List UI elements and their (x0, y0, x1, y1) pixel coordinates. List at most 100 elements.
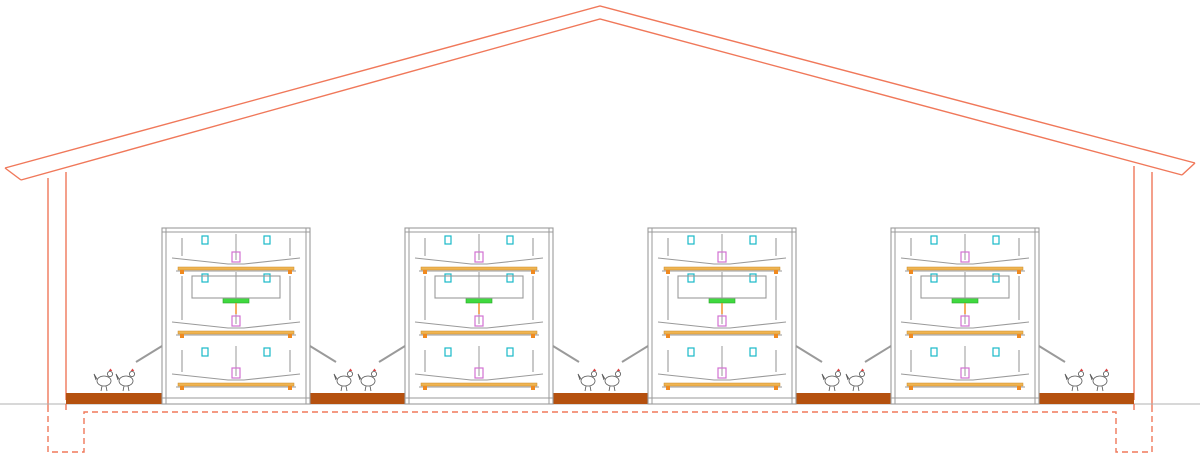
hen-leg (364, 385, 367, 392)
hen-leg (589, 385, 592, 392)
side-ramp-left (135, 345, 163, 363)
litter-floor (66, 393, 162, 404)
drip-marker (774, 334, 778, 338)
feed-trough (420, 382, 538, 387)
drip-marker (774, 270, 778, 274)
drip-marker (288, 386, 292, 390)
hen-head (591, 370, 598, 377)
hen-leg (340, 385, 343, 392)
cage-tier (414, 272, 544, 338)
hen-leg (613, 385, 616, 392)
drip-marker (180, 334, 184, 338)
feed-trough (177, 266, 295, 271)
hen-leg (1101, 385, 1104, 392)
hen-tail (601, 373, 606, 381)
nest-box (960, 251, 970, 263)
cage-frame (161, 227, 311, 405)
hen-head (1103, 370, 1110, 377)
manure-belt (465, 297, 493, 304)
water-nipple (444, 235, 452, 245)
side-ramp-right (1038, 345, 1066, 363)
water-nipple (687, 347, 695, 357)
side-ramp-right (552, 345, 580, 363)
water-nipple (992, 347, 1000, 357)
cage-unit (621, 227, 823, 405)
hen-leg (345, 385, 348, 392)
drip-marker (423, 270, 427, 274)
water-nipple (930, 235, 938, 245)
litter-floor (1039, 393, 1134, 404)
hen-leg (369, 385, 372, 392)
drip-marker (288, 270, 292, 274)
hen-leg (100, 385, 103, 392)
hen-tail (577, 373, 582, 381)
inner-bracket (191, 275, 281, 299)
hen-head (346, 370, 353, 377)
hen-head (1078, 370, 1085, 377)
feed-trough (906, 382, 1024, 387)
water-nipple (201, 273, 209, 283)
hen-head (615, 370, 622, 377)
cage-tier (171, 234, 301, 274)
feed-trough (663, 266, 781, 271)
cage-floor-left-right (171, 321, 301, 329)
side-ramp-left (378, 345, 406, 363)
inner-bracket (434, 275, 524, 299)
cage-tier (171, 272, 301, 338)
water-nipple (263, 273, 271, 283)
cage-unit (378, 227, 580, 405)
hen-body (848, 375, 864, 387)
cage-tier (900, 346, 1030, 390)
nest-box (960, 367, 970, 379)
hen-leg (857, 385, 860, 392)
drip-marker (666, 386, 670, 390)
water-nipple (201, 235, 209, 245)
water-nipple (687, 273, 695, 283)
drip-marker (180, 386, 184, 390)
hen-tail (845, 373, 850, 381)
drip-marker (531, 270, 535, 274)
litter-floor (553, 393, 648, 404)
hen-body (580, 375, 596, 387)
water-nipple (930, 273, 938, 283)
cage-floor-left-right (414, 257, 544, 265)
water-nipple (506, 235, 514, 245)
cage-floor-left-right (414, 321, 544, 329)
inner-bracket (677, 275, 767, 299)
cage-tier (414, 234, 544, 274)
manure-belt (708, 297, 736, 304)
hen-head (128, 370, 135, 377)
drip-marker (531, 334, 535, 338)
water-nipple (749, 347, 757, 357)
hen (1089, 368, 1110, 392)
side-ramp-left (864, 345, 892, 363)
drip-marker (180, 270, 184, 274)
cage-floor-left-right (657, 373, 787, 381)
drip-marker (1017, 386, 1021, 390)
hen-tail (333, 373, 338, 381)
cage-tier (900, 234, 1030, 274)
hen-body (118, 375, 134, 387)
hen-tail (115, 373, 120, 381)
nest-box (231, 251, 241, 263)
hen-head (835, 370, 842, 377)
hen (845, 368, 866, 392)
drip-marker (666, 270, 670, 274)
hen-body (336, 375, 352, 387)
water-nipple (444, 273, 452, 283)
water-nipple (687, 235, 695, 245)
hen-head (107, 370, 114, 377)
water-nipple (749, 273, 757, 283)
hen-leg (1076, 385, 1079, 392)
nest-box (717, 251, 727, 263)
cage-floor-left-right (657, 257, 787, 265)
cage-floor-left-right (171, 373, 301, 381)
feed-trough (420, 330, 538, 335)
water-nipple (201, 347, 209, 357)
hen-comb (836, 368, 841, 372)
building-shell (4, 5, 1196, 406)
drip-marker (666, 334, 670, 338)
hen-leg (105, 385, 108, 392)
drip-marker (909, 334, 913, 338)
drip-marker (423, 386, 427, 390)
